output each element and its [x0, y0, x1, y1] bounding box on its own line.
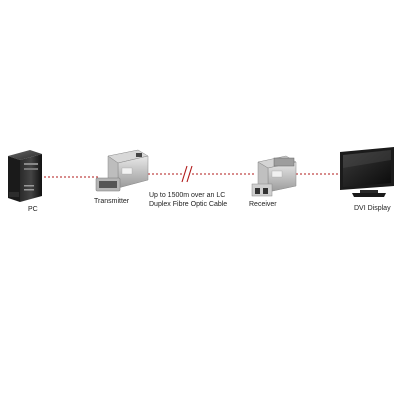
transmitter-icon: [95, 149, 149, 192]
transmitter-label: Transmitter: [94, 198, 130, 205]
fibre-link-line: [44, 173, 340, 178]
cable-break-icon: [181, 165, 193, 183]
pc-tower-icon: [8, 150, 42, 202]
receiver-icon: [251, 155, 297, 197]
dvi-display-icon: [340, 147, 394, 197]
pc-label: PC: [28, 206, 38, 213]
receiver-label: Receiver: [249, 201, 277, 208]
cable-label: Up to 1500m over an LC Duplex Fibre Opti…: [149, 191, 227, 209]
cable-label-line-2: Duplex Fibre Optic Cable: [149, 201, 228, 208]
dvi-display-label: DVI Display: [354, 205, 391, 212]
cable-label-line-1: Up to 1500m over an LC: [149, 192, 226, 199]
